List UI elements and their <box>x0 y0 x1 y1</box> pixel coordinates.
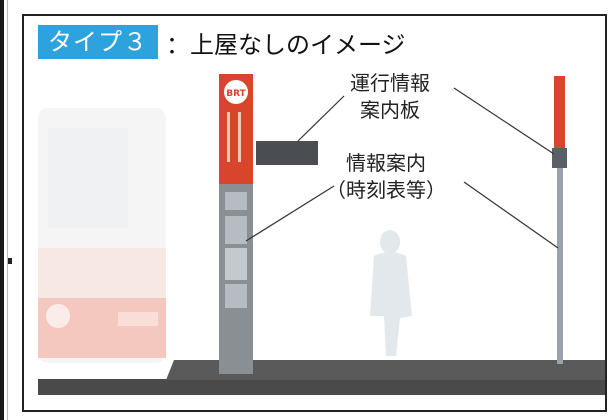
type-badge: タイプ３ <box>38 25 158 59</box>
leader-lines <box>245 87 559 249</box>
page-title: ：上屋なしのイメージ <box>166 30 406 59</box>
operation-board-label-line1: 運行情報 <box>350 71 430 95</box>
brt-pole: BRT <box>219 74 253 374</box>
timetable-label-line1: 情報案内 <box>346 151 426 175</box>
left-marker <box>8 258 12 264</box>
brt-logo: BRT <box>226 89 246 99</box>
left-guide-line <box>7 0 8 420</box>
second-pole <box>552 76 567 364</box>
left-border <box>0 0 4 420</box>
operation-info-board <box>256 141 318 165</box>
ground <box>38 379 605 395</box>
operation-board-label: 運行情報 案内板 <box>350 70 430 124</box>
timetable-label: 情報案内 （時刻表等） <box>326 150 446 204</box>
bus-illustration <box>38 108 166 363</box>
scene-illustration: BRT <box>38 74 605 395</box>
timetable-label-line2: （時刻表等） <box>326 178 446 202</box>
pedestrian-silhouette <box>370 230 412 356</box>
operation-board-label-line2: 案内板 <box>360 98 420 122</box>
figure-frame: タイプ３ ：上屋なしのイメージ <box>22 14 607 412</box>
title-row: タイプ３ ：上屋なしのイメージ <box>38 22 406 62</box>
platform <box>166 360 605 380</box>
